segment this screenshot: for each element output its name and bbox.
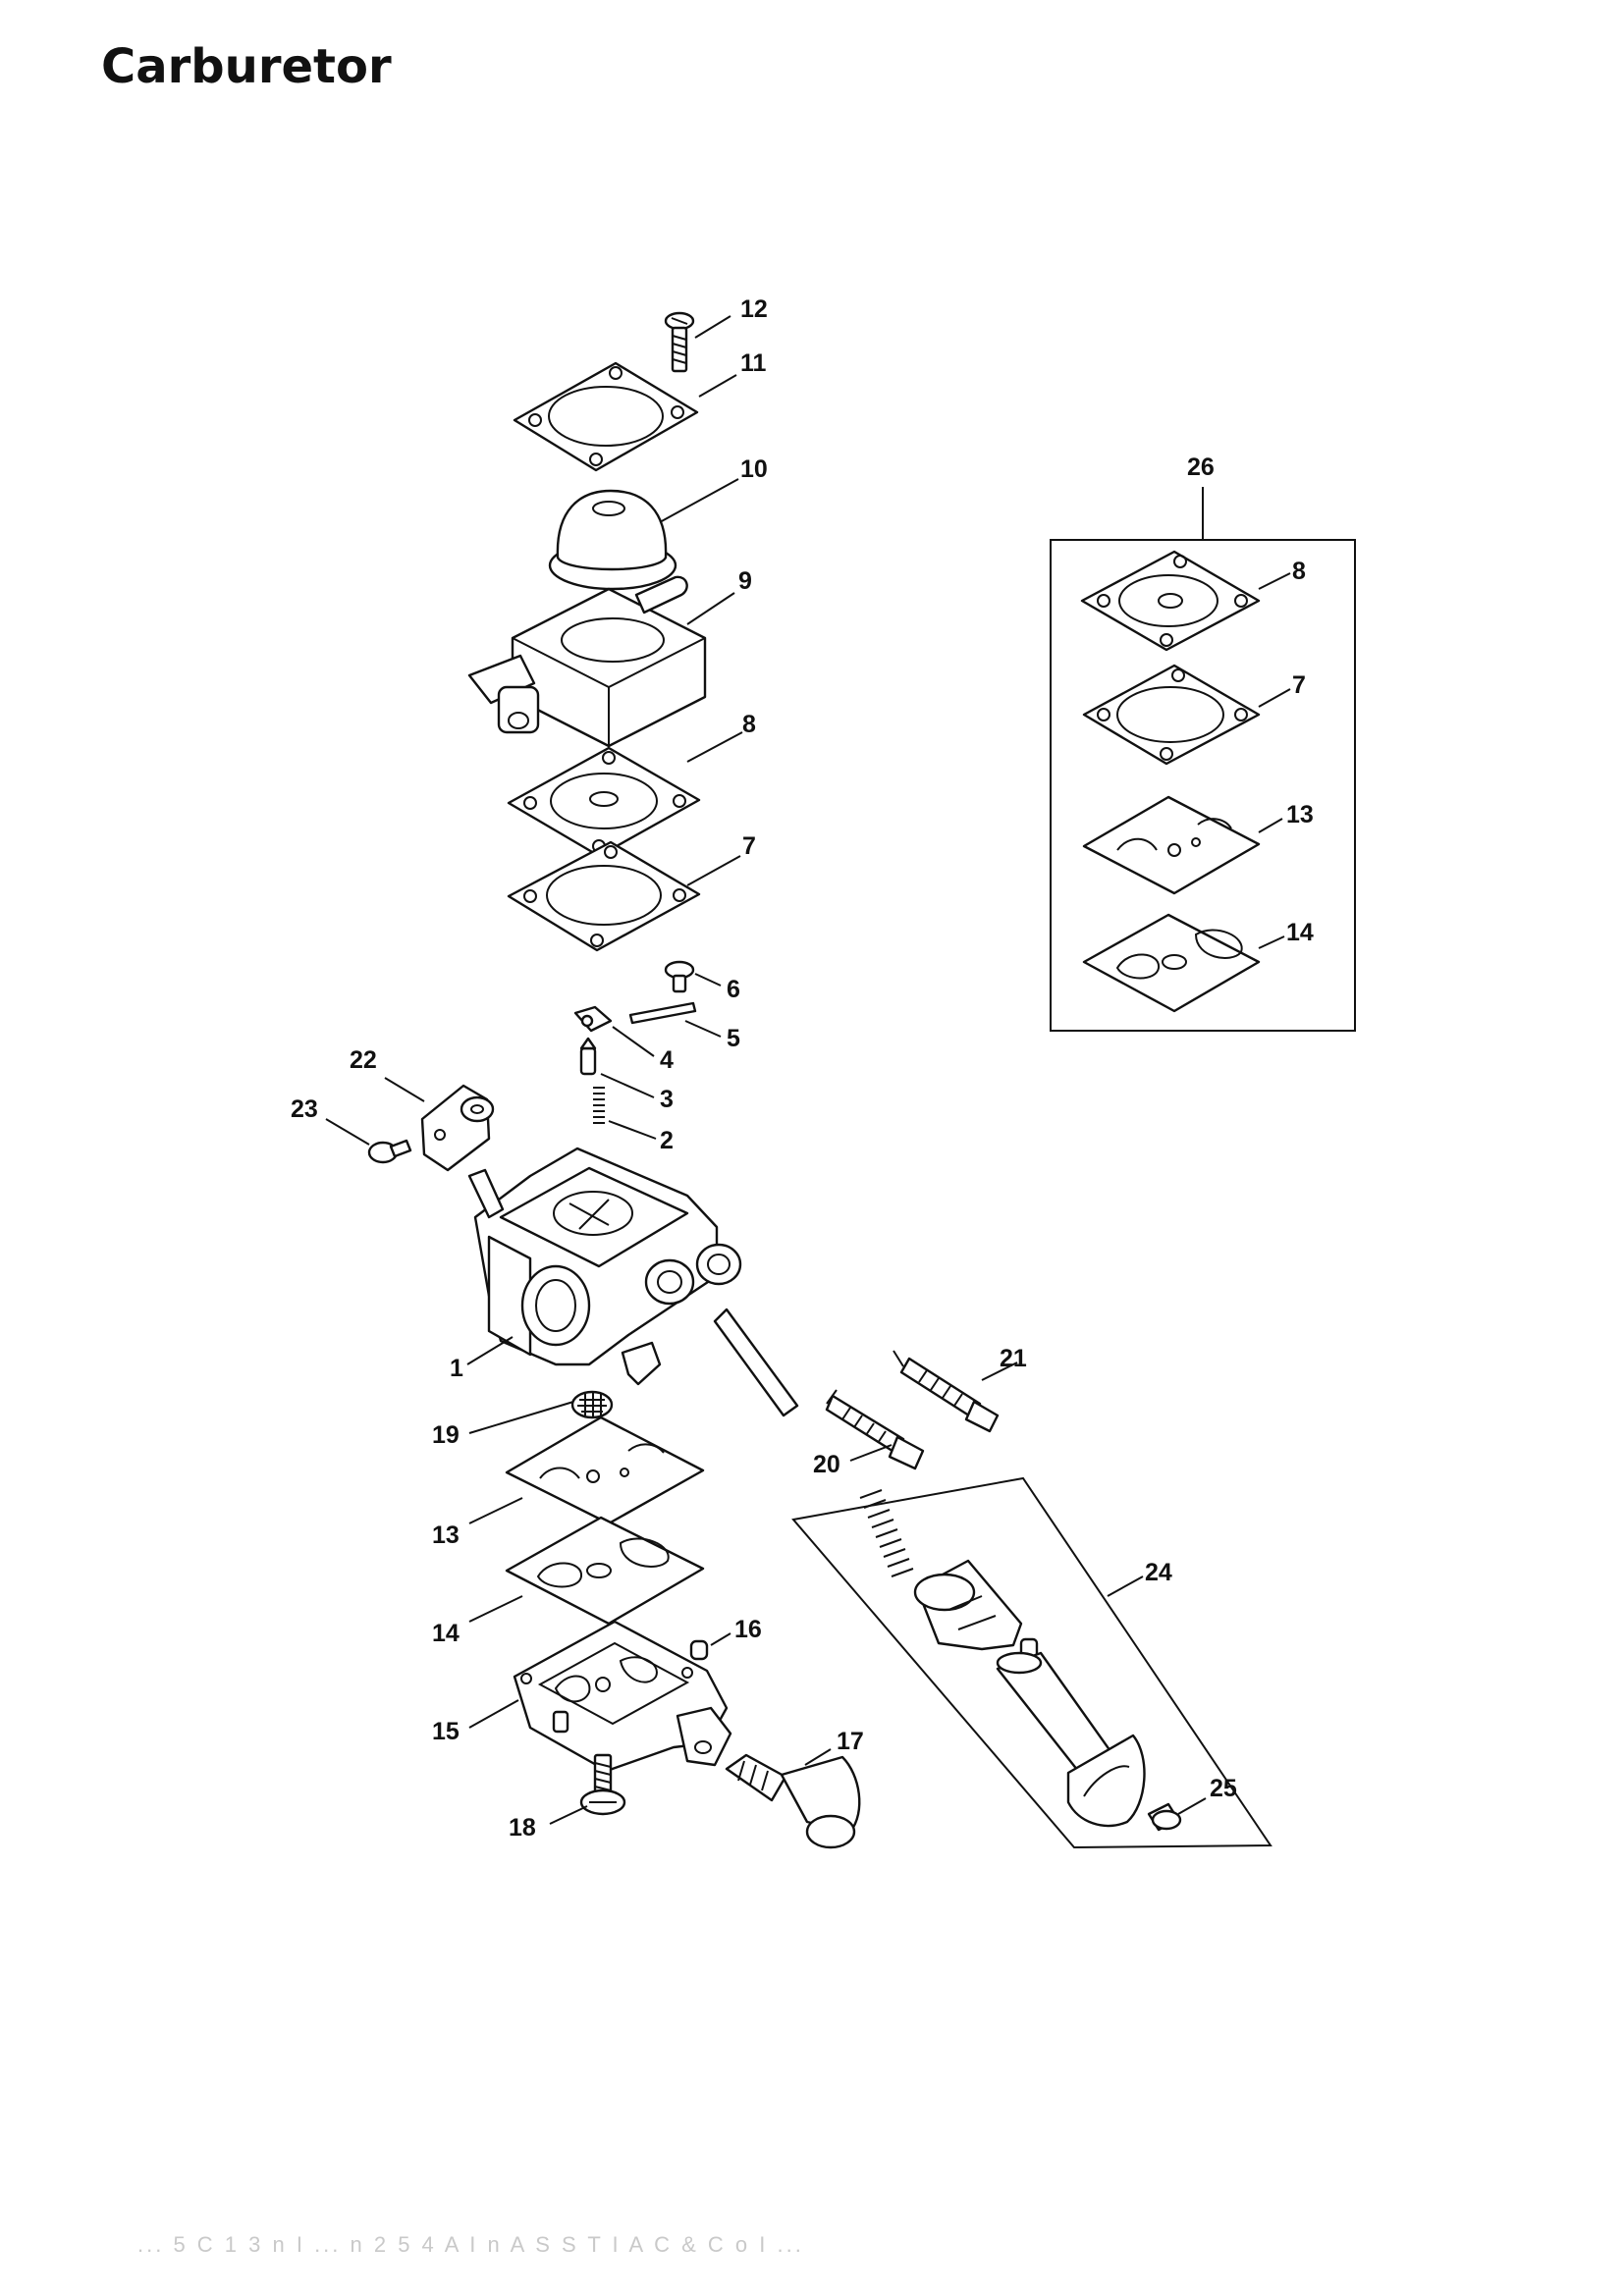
part-16-plug <box>689 1639 709 1661</box>
callout-8: 8 <box>742 711 756 738</box>
part-8-diaphragm <box>507 746 701 858</box>
callout-7: 7 <box>742 832 756 860</box>
callout-kit-26: 26 <box>1187 454 1215 481</box>
part-25-screw <box>1147 1802 1182 1832</box>
part-19-strainer <box>570 1390 614 1419</box>
part-6-screw <box>664 960 695 993</box>
callout-9: 9 <box>738 567 752 595</box>
part-12-screw <box>664 311 695 373</box>
part-13-gasket <box>505 1415 705 1525</box>
part-20-adjusting-screw <box>825 1389 925 1470</box>
part-11-gasket <box>513 361 699 472</box>
callout-12: 12 <box>740 295 768 323</box>
callout-20: 20 <box>813 1451 840 1478</box>
part-9-pump-cover <box>467 575 707 748</box>
part-26-gasket-kit-frame <box>1050 487 1356 1032</box>
callout-kit-8: 8 <box>1292 558 1306 585</box>
callout-6: 6 <box>727 976 740 1003</box>
page-title: Carburetor <box>101 39 392 94</box>
part-14-diaphragm <box>505 1516 705 1626</box>
callout-17: 17 <box>837 1728 864 1755</box>
part-21-adjusting-screw <box>893 1350 1000 1433</box>
callout-22: 22 <box>350 1046 377 1074</box>
part-10-primer-bulb <box>548 489 677 591</box>
part-3-inlet-needle <box>579 1037 597 1076</box>
callout-2: 2 <box>660 1127 674 1154</box>
callout-13: 13 <box>432 1522 460 1549</box>
callout-14: 14 <box>432 1620 460 1647</box>
callout-11: 11 <box>740 349 767 377</box>
part-1-carburetor-body <box>467 1147 799 1417</box>
callout-19: 19 <box>432 1421 460 1449</box>
leader-lines <box>325 315 1291 1825</box>
callout-25: 25 <box>1210 1775 1237 1802</box>
callout-1: 1 <box>450 1355 463 1382</box>
callout-kit-7: 7 <box>1292 671 1306 699</box>
callout-24: 24 <box>1145 1559 1172 1586</box>
part-22-bracket <box>420 1084 495 1172</box>
part-18-screw <box>579 1753 626 1816</box>
callout-18: 18 <box>509 1814 536 1842</box>
callout-4: 4 <box>660 1046 674 1074</box>
callout-21: 21 <box>1000 1345 1027 1372</box>
callout-labels: 12 11 10 9 8 7 6 5 4 3 2 22 23 1 19 13 1… <box>291 295 1314 1842</box>
callout-3: 3 <box>660 1086 674 1113</box>
callout-16: 16 <box>734 1616 762 1643</box>
part-7-gasket <box>507 840 701 952</box>
footer-faded-text: ... 5 C 1 3 n I ... n 2 5 4 A I n A S S … <box>137 2232 804 2257</box>
part-24-pump-kit-frame <box>791 1476 1272 1849</box>
part-15-end-cover <box>513 1620 732 1773</box>
part-4-lever <box>573 1005 613 1033</box>
callout-5: 5 <box>727 1025 740 1052</box>
part-23-screw <box>367 1139 412 1164</box>
callout-kit-13: 13 <box>1286 801 1314 828</box>
callout-15: 15 <box>432 1718 460 1745</box>
callout-23: 23 <box>291 1095 318 1123</box>
part-2-spring <box>593 1087 605 1124</box>
callout-kit-14: 14 <box>1286 919 1314 946</box>
callout-10: 10 <box>740 455 768 483</box>
part-17-knob <box>725 1753 861 1849</box>
part-5-pin <box>628 1001 697 1025</box>
